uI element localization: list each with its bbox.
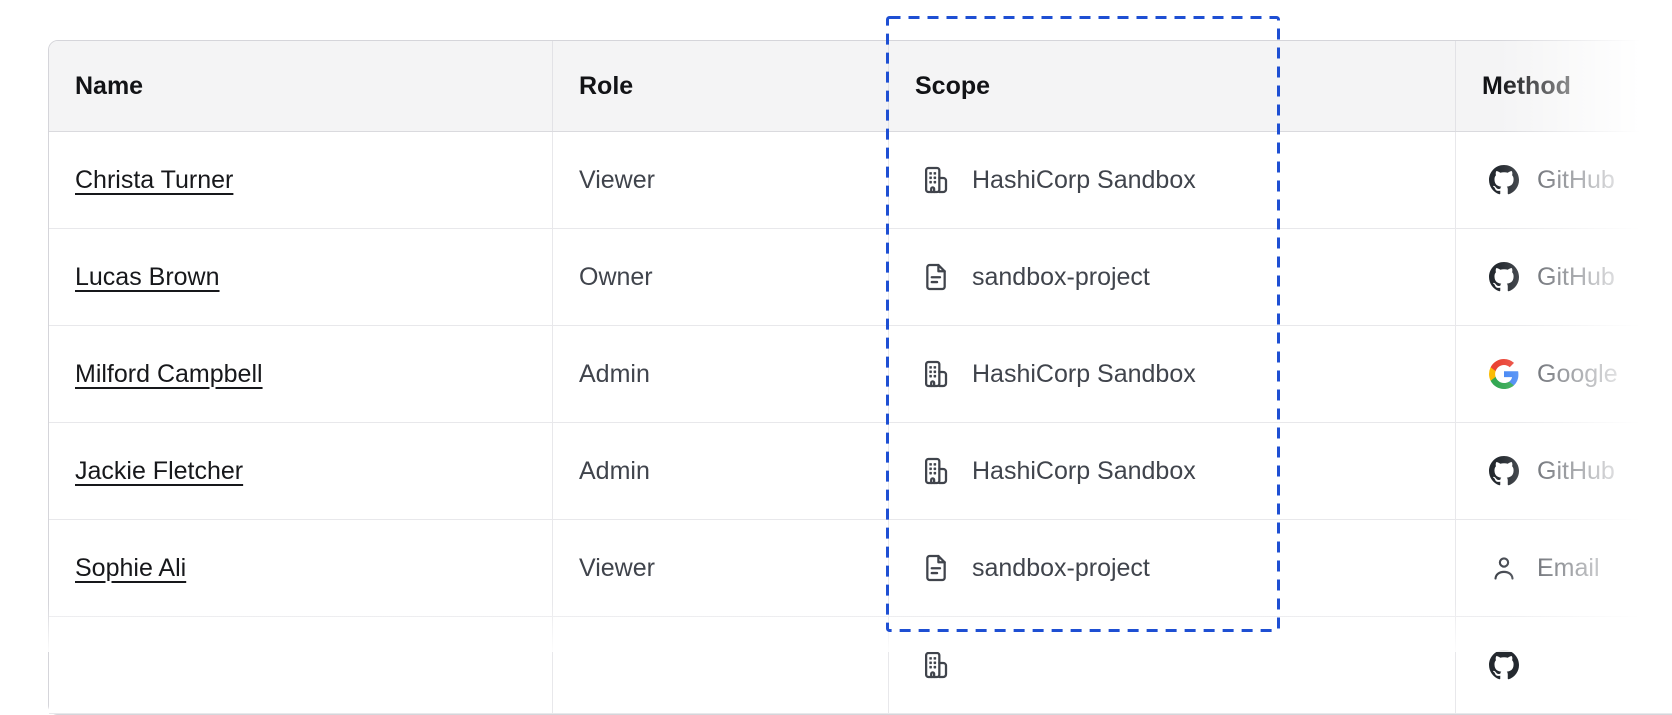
method-label: GitHub xyxy=(1537,456,1615,485)
cell-name: Milford Campbell xyxy=(49,326,553,422)
table-row-partial xyxy=(49,617,1672,714)
cell-name: Lucas Brown xyxy=(49,229,553,325)
scope-label: HashiCorp Sandbox xyxy=(972,456,1196,485)
project-icon xyxy=(920,261,952,293)
column-header-scope: Scope xyxy=(889,41,1456,131)
organization-icon xyxy=(920,358,952,390)
table-row: Lucas Brown Owner sandbox-project GitHub xyxy=(49,229,1672,326)
cell-scope: HashiCorp Sandbox xyxy=(889,132,1456,228)
scope-label: HashiCorp Sandbox xyxy=(972,359,1196,388)
column-header-role: Role xyxy=(553,41,889,131)
github-icon xyxy=(1489,650,1519,680)
method-label: GitHub xyxy=(1537,262,1615,291)
table-row: Jackie Fletcher Admin HashiCorp Sandbox … xyxy=(49,423,1672,520)
cell-scope: sandbox-project xyxy=(889,229,1456,325)
organization-icon xyxy=(920,455,952,487)
project-icon xyxy=(920,552,952,584)
cell-role: Owner xyxy=(553,229,889,325)
cell-role: Viewer xyxy=(553,132,889,228)
role-text: Admin xyxy=(579,359,650,388)
member-name-link[interactable]: Sophie Ali xyxy=(75,553,187,582)
github-icon xyxy=(1489,165,1519,195)
role-text: Viewer xyxy=(579,165,655,194)
table-header-row: Name Role Scope Method xyxy=(49,41,1672,132)
cell-method: GitHub xyxy=(1456,132,1672,228)
table-row: Christa Turner Viewer HashiCorp Sandbox … xyxy=(49,132,1672,229)
organization-icon xyxy=(920,164,952,196)
cell-name: Jackie Fletcher xyxy=(49,423,553,519)
member-name-link[interactable]: Milford Campbell xyxy=(75,359,263,388)
cell-role: Viewer xyxy=(553,520,889,616)
method-label: Google xyxy=(1537,359,1618,388)
table-row: Sophie Ali Viewer sandbox-project Email xyxy=(49,520,1672,617)
cell-scope: HashiCorp Sandbox xyxy=(889,423,1456,519)
role-text: Viewer xyxy=(579,553,655,582)
cell-name xyxy=(49,617,553,713)
scope-label: sandbox-project xyxy=(972,553,1150,582)
role-text: Admin xyxy=(579,456,650,485)
column-header-name: Name xyxy=(49,41,553,131)
email-icon xyxy=(1489,553,1519,583)
method-label: Email xyxy=(1537,553,1600,582)
github-icon xyxy=(1489,456,1519,486)
cell-method: Email xyxy=(1456,520,1672,616)
column-header-method: Method xyxy=(1482,71,1571,100)
cell-name: Christa Turner xyxy=(49,132,553,228)
github-icon xyxy=(1489,262,1519,292)
organization-icon xyxy=(920,649,952,681)
cell-scope xyxy=(889,617,1456,713)
cell-method: GitHub xyxy=(1456,423,1672,519)
cell-role: Admin xyxy=(553,326,889,422)
table-row: Milford Campbell Admin HashiCorp Sandbox… xyxy=(49,326,1672,423)
google-icon xyxy=(1489,359,1519,389)
member-name-link[interactable]: Christa Turner xyxy=(75,165,234,194)
method-label: GitHub xyxy=(1537,165,1615,194)
cell-method: GitHub xyxy=(1456,229,1672,325)
member-name-link[interactable]: Jackie Fletcher xyxy=(75,456,244,485)
role-text: Owner xyxy=(579,262,653,291)
cell-scope: sandbox-project xyxy=(889,520,1456,616)
cell-method: Google xyxy=(1456,326,1672,422)
cell-name: Sophie Ali xyxy=(49,520,553,616)
scope-label: sandbox-project xyxy=(972,262,1150,291)
cell-method xyxy=(1456,617,1672,713)
member-name-link[interactable]: Lucas Brown xyxy=(75,262,220,291)
cell-role xyxy=(553,617,889,713)
cell-scope: HashiCorp Sandbox xyxy=(889,326,1456,422)
members-table: Name Role Scope Method Christa Turner Vi… xyxy=(48,40,1672,715)
cell-role: Admin xyxy=(553,423,889,519)
scope-label: HashiCorp Sandbox xyxy=(972,165,1196,194)
